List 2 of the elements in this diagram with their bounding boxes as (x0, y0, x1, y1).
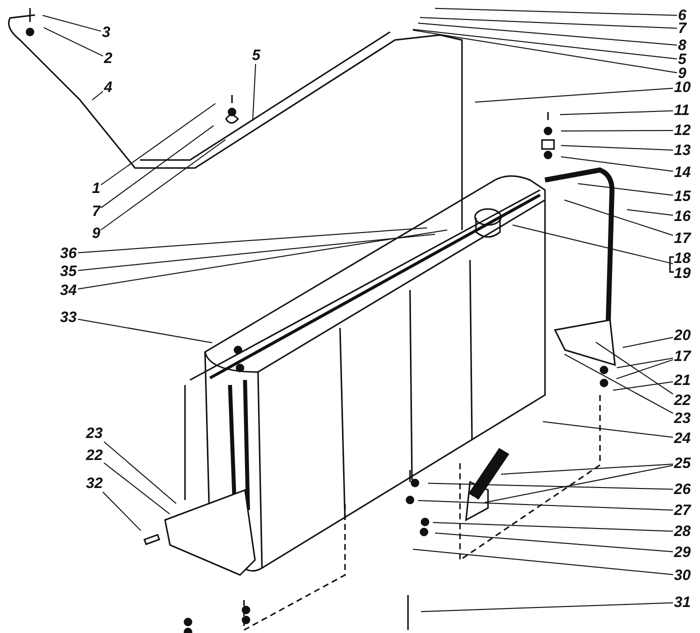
callout-number: 18 (674, 251, 691, 266)
callout-number: 19 (674, 266, 691, 281)
